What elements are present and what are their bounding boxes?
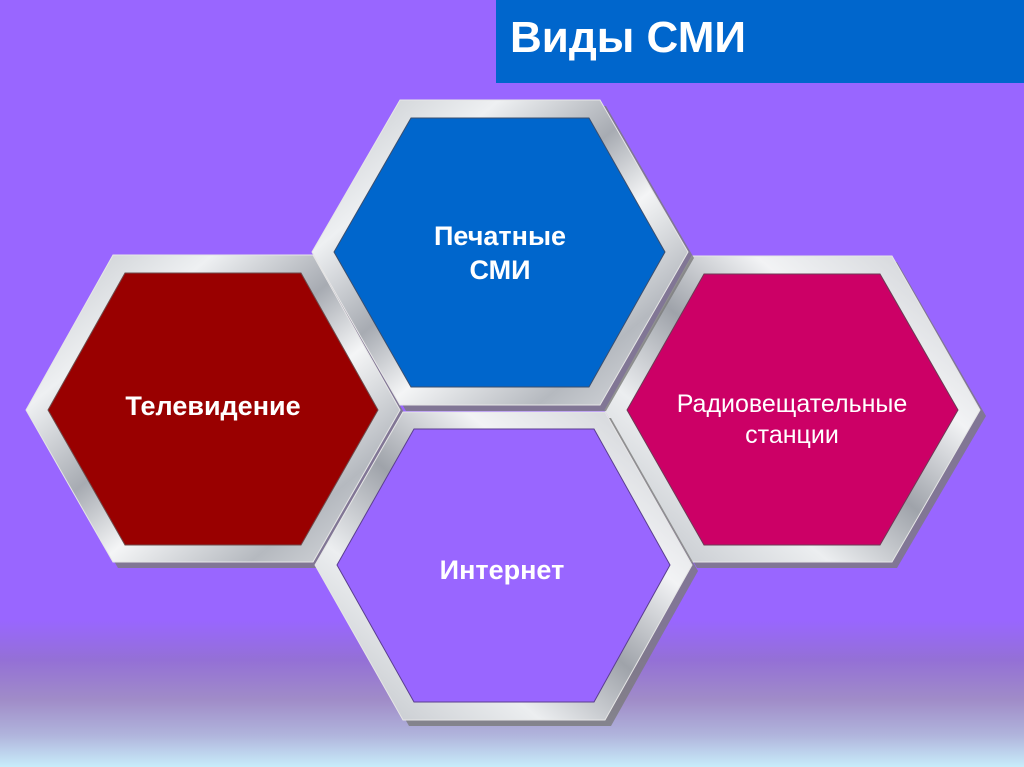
label-internet-line1: Интернет [439,555,565,585]
label-radio: Радиовещательные станции [642,389,942,452]
hexagon-radio [604,255,986,568]
label-tv-line1: Телевидение [125,391,301,421]
label-print-media: Печатные СМИ [400,220,600,288]
label-print-media-line2: СМИ [469,254,531,285]
slide-title: Виды СМИ [510,13,747,62]
label-print-media-line1: Печатные [433,221,567,251]
label-radio-line1: Радиовещательные [676,390,908,418]
label-radio-line2: станции [745,421,839,450]
title-box: Виды СМИ [496,0,1024,83]
hexagon-tv [25,254,406,568]
label-internet: Интернет [402,554,602,588]
label-tv: Телевидение [88,390,338,424]
hexagon-print-media [311,99,694,411]
hexagon-internet [314,411,698,726]
